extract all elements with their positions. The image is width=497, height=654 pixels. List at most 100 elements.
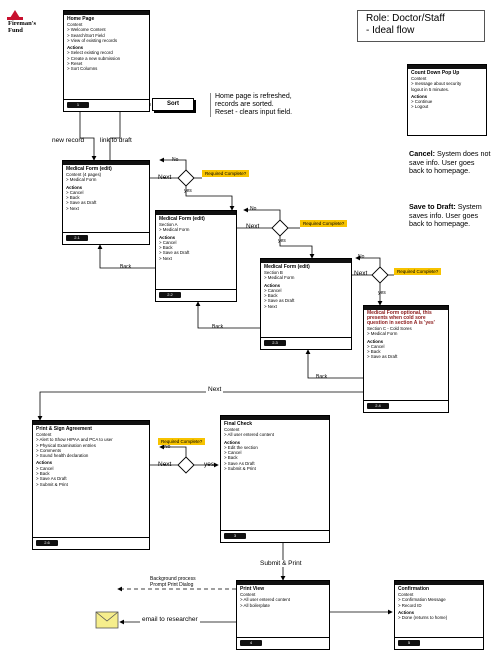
label-prompt-print: Prompt Print Dialog [150,582,194,588]
printview-content-heading: Content [240,592,256,597]
print-actions-heading: Actions [36,460,53,466]
mf2-content-1: Section A [159,222,178,227]
countdown-actions-heading: Actions [411,93,428,99]
role-subtitle: - Ideal flow [366,25,415,36]
logo-line-2: Fund [8,27,23,34]
final-content-1: > All user entered content [224,432,274,438]
label-yes-2: yes [278,238,286,244]
home-page-box: Home Page Content > Welcome Content > Se… [63,10,150,112]
home-title: Home Page [67,16,95,22]
confirmation-box: Confirmation Content > Confirmation Mess… [394,580,484,650]
final-action-5: > Submit & Print [224,466,256,472]
label-email-researcher: email to researcher [140,616,200,623]
mf4-actions-heading: Actions [367,338,384,344]
mf3-title: Medical Form (edit) [264,264,310,270]
mf3-content-1: Section B [264,270,283,275]
confirmation-action-1: > Done (returns to home) [398,615,448,621]
sort-button[interactable]: Sort [152,98,194,111]
final-title: Final Check [224,421,253,427]
countdown-title: Count Down Pop Up [411,70,460,76]
mf2-action-1: > Cancel [159,239,177,245]
decision-diamond-4 [177,456,195,474]
final-footer: 3 [224,533,246,539]
countdown-action-1: > Continue [411,99,433,105]
cancel-note: Cancel: System does not save info. User … [409,149,491,176]
save-draft-note: Save to Draft: System saves info. User g… [409,202,491,229]
final-action-4: > Save As Draft [224,460,255,466]
label-yes-3: yes [378,290,386,296]
confirmation-footer: 5 [398,640,420,646]
label-no-4: No [164,444,171,450]
decision-diamond-3 [371,266,389,284]
print-action-4: > Submit & Print [36,481,68,487]
print-sign-box: Print & Sign Agreement Content > Alert t… [32,420,150,550]
home-content-2: > Search/Sort Field [67,32,105,38]
label-background-process: Background process [150,576,196,582]
required-complete-1: Required Complete? [202,170,250,177]
medical-form-2-box: Medical Form (edit) Section A > Medical … [155,210,237,302]
mf2-action-2: > Back [159,245,173,251]
home-content-3: > View of existing records [67,37,118,43]
final-action-2: > Cancel [224,450,242,456]
final-content-heading: Content [224,427,240,432]
confirmation-content-1: > Confirmation Message [398,597,446,603]
mf2-action-3: > Save as Draft [159,250,190,256]
printview-footer: 4 [240,640,262,646]
save-draft-note-text: System saves info. User goes back to hom… [409,202,482,228]
mf3-action-4: > Next [264,303,277,309]
label-back-3: Back [316,374,328,380]
mf4-action-3: > Save as Draft [367,354,398,360]
printview-content-1: > All user entered content [240,597,290,603]
confirmation-content-heading: Content [398,592,414,597]
mf1-content-2: > Medical Form [66,177,97,183]
cancel-note-label: Cancel: [409,149,435,158]
home-action-4: > Sort Columns [67,66,98,72]
final-action-3: > Back [224,455,238,461]
print-content-heading: Content [36,432,52,437]
label-new-record: new record [52,137,85,144]
final-actions-heading: Actions [224,439,241,445]
mf4-action-1: > Cancel [367,343,385,349]
printview-content-2: > All boilerplate [240,602,270,608]
label-no-1: No [172,157,179,163]
mf3-action-1: > Cancel [264,287,282,293]
mf3-actions-heading: Actions [264,282,281,288]
label-submit-print: Submit & Print [258,560,304,567]
mf2-title: Medical Form (edit) [159,216,205,222]
mf1-action-3: > Save as Draft [66,200,97,206]
label-back-2: Back [212,324,224,330]
final-check-box: Final Check Content > All user entered c… [220,415,330,543]
home-refresh-note: Home page is refreshed, records are sort… [210,93,325,117]
mf1-action-4: > Next [66,205,79,211]
home-actions-heading: Actions [67,45,84,51]
mf1-actions-heading: Actions [66,184,83,190]
mf2-action-4: > Next [159,255,172,261]
mf3-content-2: > Medical Form [264,275,295,281]
label-next-1: Next [158,174,172,181]
print-view-box: Print View Content > All user entered co… [236,580,330,650]
home-content-1: > Welcome Content [67,27,106,33]
final-action-1: > Edit the section [224,444,258,450]
logo: Fireman's Fund [8,20,36,34]
mf1-footer: 2.1 [66,235,88,241]
logo-icon [7,10,23,20]
logo-line-1: Fireman's [8,20,37,27]
decision-diamond-1 [177,169,195,187]
label-back-1: Back [120,264,132,270]
envelope-icon [95,611,119,629]
mf1-action-2: > Back [66,195,80,201]
mf4-footer: 2.4 [367,403,389,409]
print-footer: 2.6 [36,540,58,546]
home-note-line-2: records are sorted. [215,101,274,108]
home-footer: 1 [67,102,89,108]
home-action-3: > Reset [67,61,83,67]
decision-diamond-2 [271,219,289,237]
mf4-content-2: > Medical Form [367,331,398,337]
print-action-3: > Save As Draft [36,476,67,482]
mf4-title: Medical Form optional, this presents whe… [367,310,435,326]
label-no-2: No [250,206,257,212]
countdown-content-1: > message about security [411,81,462,87]
role-title: Role: Doctor/Staff [366,13,445,24]
